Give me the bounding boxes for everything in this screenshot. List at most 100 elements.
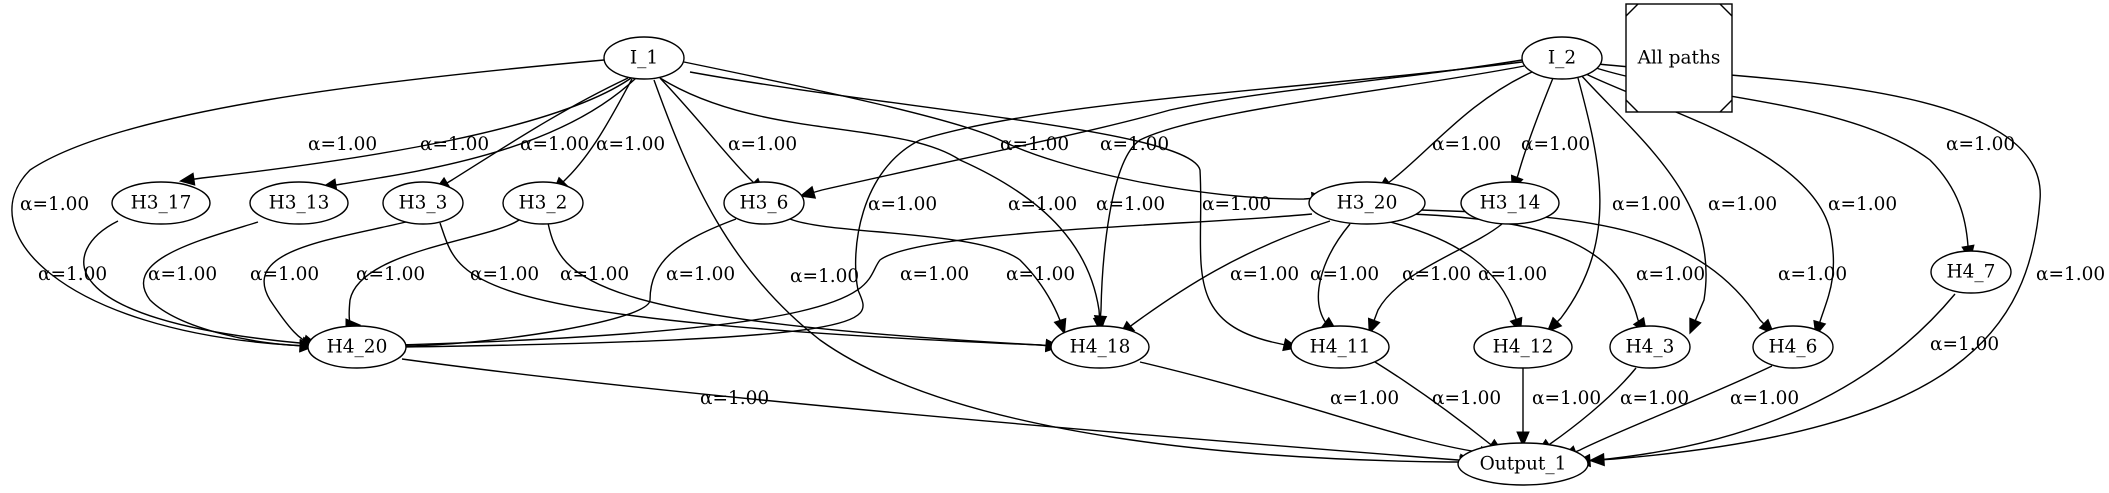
- edge-H4_12-to-Output_1: α=1.00: [1516, 368, 1601, 448]
- node-h4_12: H4_12: [1473, 325, 1573, 369]
- edge-line: [1125, 220, 1331, 331]
- node-label: H4_3: [1626, 337, 1675, 358]
- edge-label: α=1.00: [1432, 388, 1501, 409]
- edge-line: [441, 77, 629, 187]
- node-h4_18: H4_18: [1050, 325, 1150, 369]
- edge-H4_20-to-Output_1: α=1.00: [401, 358, 1476, 467]
- edge-line: [388, 61, 1523, 348]
- edge-H4_6-to-Output_1: α=1.00: [1561, 365, 1799, 458]
- edge-I_2-to-H4_3: α=1.00: [1579, 73, 1777, 335]
- node-shape: [603, 36, 685, 80]
- node-h4_7: H4_7: [1930, 250, 2012, 294]
- arrowhead: [799, 185, 817, 199]
- edge-line: [1389, 221, 1519, 326]
- node-label: H3_3: [399, 193, 448, 214]
- node-label: H3_2: [519, 193, 568, 214]
- edge-line: [689, 71, 1291, 347]
- edge-line: [439, 222, 1053, 347]
- edge-label: α=1.00: [470, 264, 539, 285]
- node-shape: [1290, 325, 1390, 369]
- node-shape: [1930, 250, 2012, 294]
- edge-line: [807, 59, 1523, 195]
- arrowhead: [1367, 317, 1381, 335]
- node-shape: [1752, 325, 1834, 369]
- edge-I_1-to-H4_11: α=1.00: [689, 71, 1300, 352]
- node-label: H4_7: [1947, 262, 1996, 283]
- edge-I_1-to-H3_17: α=1.00: [178, 75, 635, 186]
- edge-line: [329, 77, 637, 187]
- arrowhead: [1546, 316, 1563, 333]
- edge-line: [83, 220, 310, 345]
- edge-line: [1569, 365, 1773, 455]
- edge-line: [659, 77, 1101, 325]
- edge-H3_20-to-H4_18: α=1.00: [1118, 220, 1331, 336]
- node-h3_20: H3_20: [1308, 181, 1426, 225]
- node-shape: [307, 325, 407, 369]
- node-label: H4_11: [1310, 337, 1371, 358]
- node-label: H3_13: [269, 193, 330, 214]
- edge-label: α=1.00: [728, 134, 797, 155]
- node-h4_11: H4_11: [1290, 325, 1390, 369]
- node-label: H4_18: [1070, 337, 1131, 358]
- node-shape: [111, 181, 211, 225]
- node-label: I_2: [1548, 48, 1576, 69]
- edge-line: [401, 358, 1467, 462]
- node-label: H4_12: [1493, 337, 1554, 358]
- edge-line: [1597, 63, 2041, 461]
- node-shape: [1521, 36, 1603, 80]
- node-shape: [502, 181, 584, 225]
- edge-label: α=1.00: [1230, 264, 1299, 285]
- node-shape: [1308, 181, 1426, 225]
- node-i_2: I_2: [1521, 36, 1603, 80]
- node-shape: [382, 181, 464, 225]
- node-shape: [249, 181, 349, 225]
- edge-label: α=1.00: [1730, 388, 1799, 409]
- edge-I_2-to-H3_20: α=1.00: [1376, 71, 1533, 192]
- node-label: H3_6: [740, 193, 789, 214]
- node-h3_6: H3_6: [723, 181, 805, 225]
- arrowhead: [1053, 317, 1067, 335]
- edge-line: [1514, 77, 1554, 184]
- edge-line: [387, 213, 1313, 347]
- edge-line: [1099, 65, 1525, 323]
- node-shape: [1460, 181, 1560, 225]
- arrowhead: [1093, 314, 1108, 332]
- node-label: Output_1: [1480, 454, 1567, 475]
- edge-label: α=1.00: [1432, 134, 1501, 155]
- node-h4_3: H4_3: [1609, 325, 1691, 369]
- node-label: H4_6: [1769, 337, 1818, 358]
- edge-label: α=1.00: [1006, 264, 1075, 285]
- edge-label: α=1.00: [1202, 194, 1271, 215]
- edge-line: [1317, 223, 1351, 327]
- edge-I_1-to-H3_6: α=1.00: [659, 77, 797, 194]
- edge-label: α=1.00: [790, 266, 859, 287]
- edge-label: α=1.00: [148, 264, 217, 285]
- legend-box: All paths: [1625, 3, 1733, 113]
- node-h3_14: H3_14: [1460, 181, 1560, 225]
- edge-line: [11, 59, 605, 347]
- edge-label: α=1.00: [1402, 264, 1471, 285]
- node-label: H3_17: [131, 193, 192, 214]
- edge-label: α=1.00: [1310, 264, 1379, 285]
- node-shape: [723, 181, 805, 225]
- edge-line: [263, 221, 407, 344]
- edge-line: [1583, 293, 1956, 462]
- node-i_1: I_1: [603, 36, 685, 80]
- node-shape: [1457, 442, 1589, 486]
- node-label: H3_20: [1337, 193, 1398, 214]
- edge-H3_20-to-H4_11: α=1.00: [1310, 223, 1379, 332]
- edge-line: [659, 77, 759, 188]
- edge-I_2-to-H3_14: α=1.00: [1510, 77, 1590, 192]
- arrowhead: [1516, 431, 1530, 448]
- node-label: H4_20: [327, 337, 388, 358]
- edge-line: [187, 75, 635, 181]
- edge-label: α=1.00: [1708, 194, 1777, 215]
- edge-line: [547, 222, 1053, 347]
- edge-label: α=1.00: [1636, 264, 1705, 285]
- edge-label: α=1.00: [308, 134, 377, 155]
- edge-line: [1419, 209, 1769, 329]
- edge-line: [1543, 367, 1637, 449]
- edge-label: α=1.00: [1612, 194, 1681, 215]
